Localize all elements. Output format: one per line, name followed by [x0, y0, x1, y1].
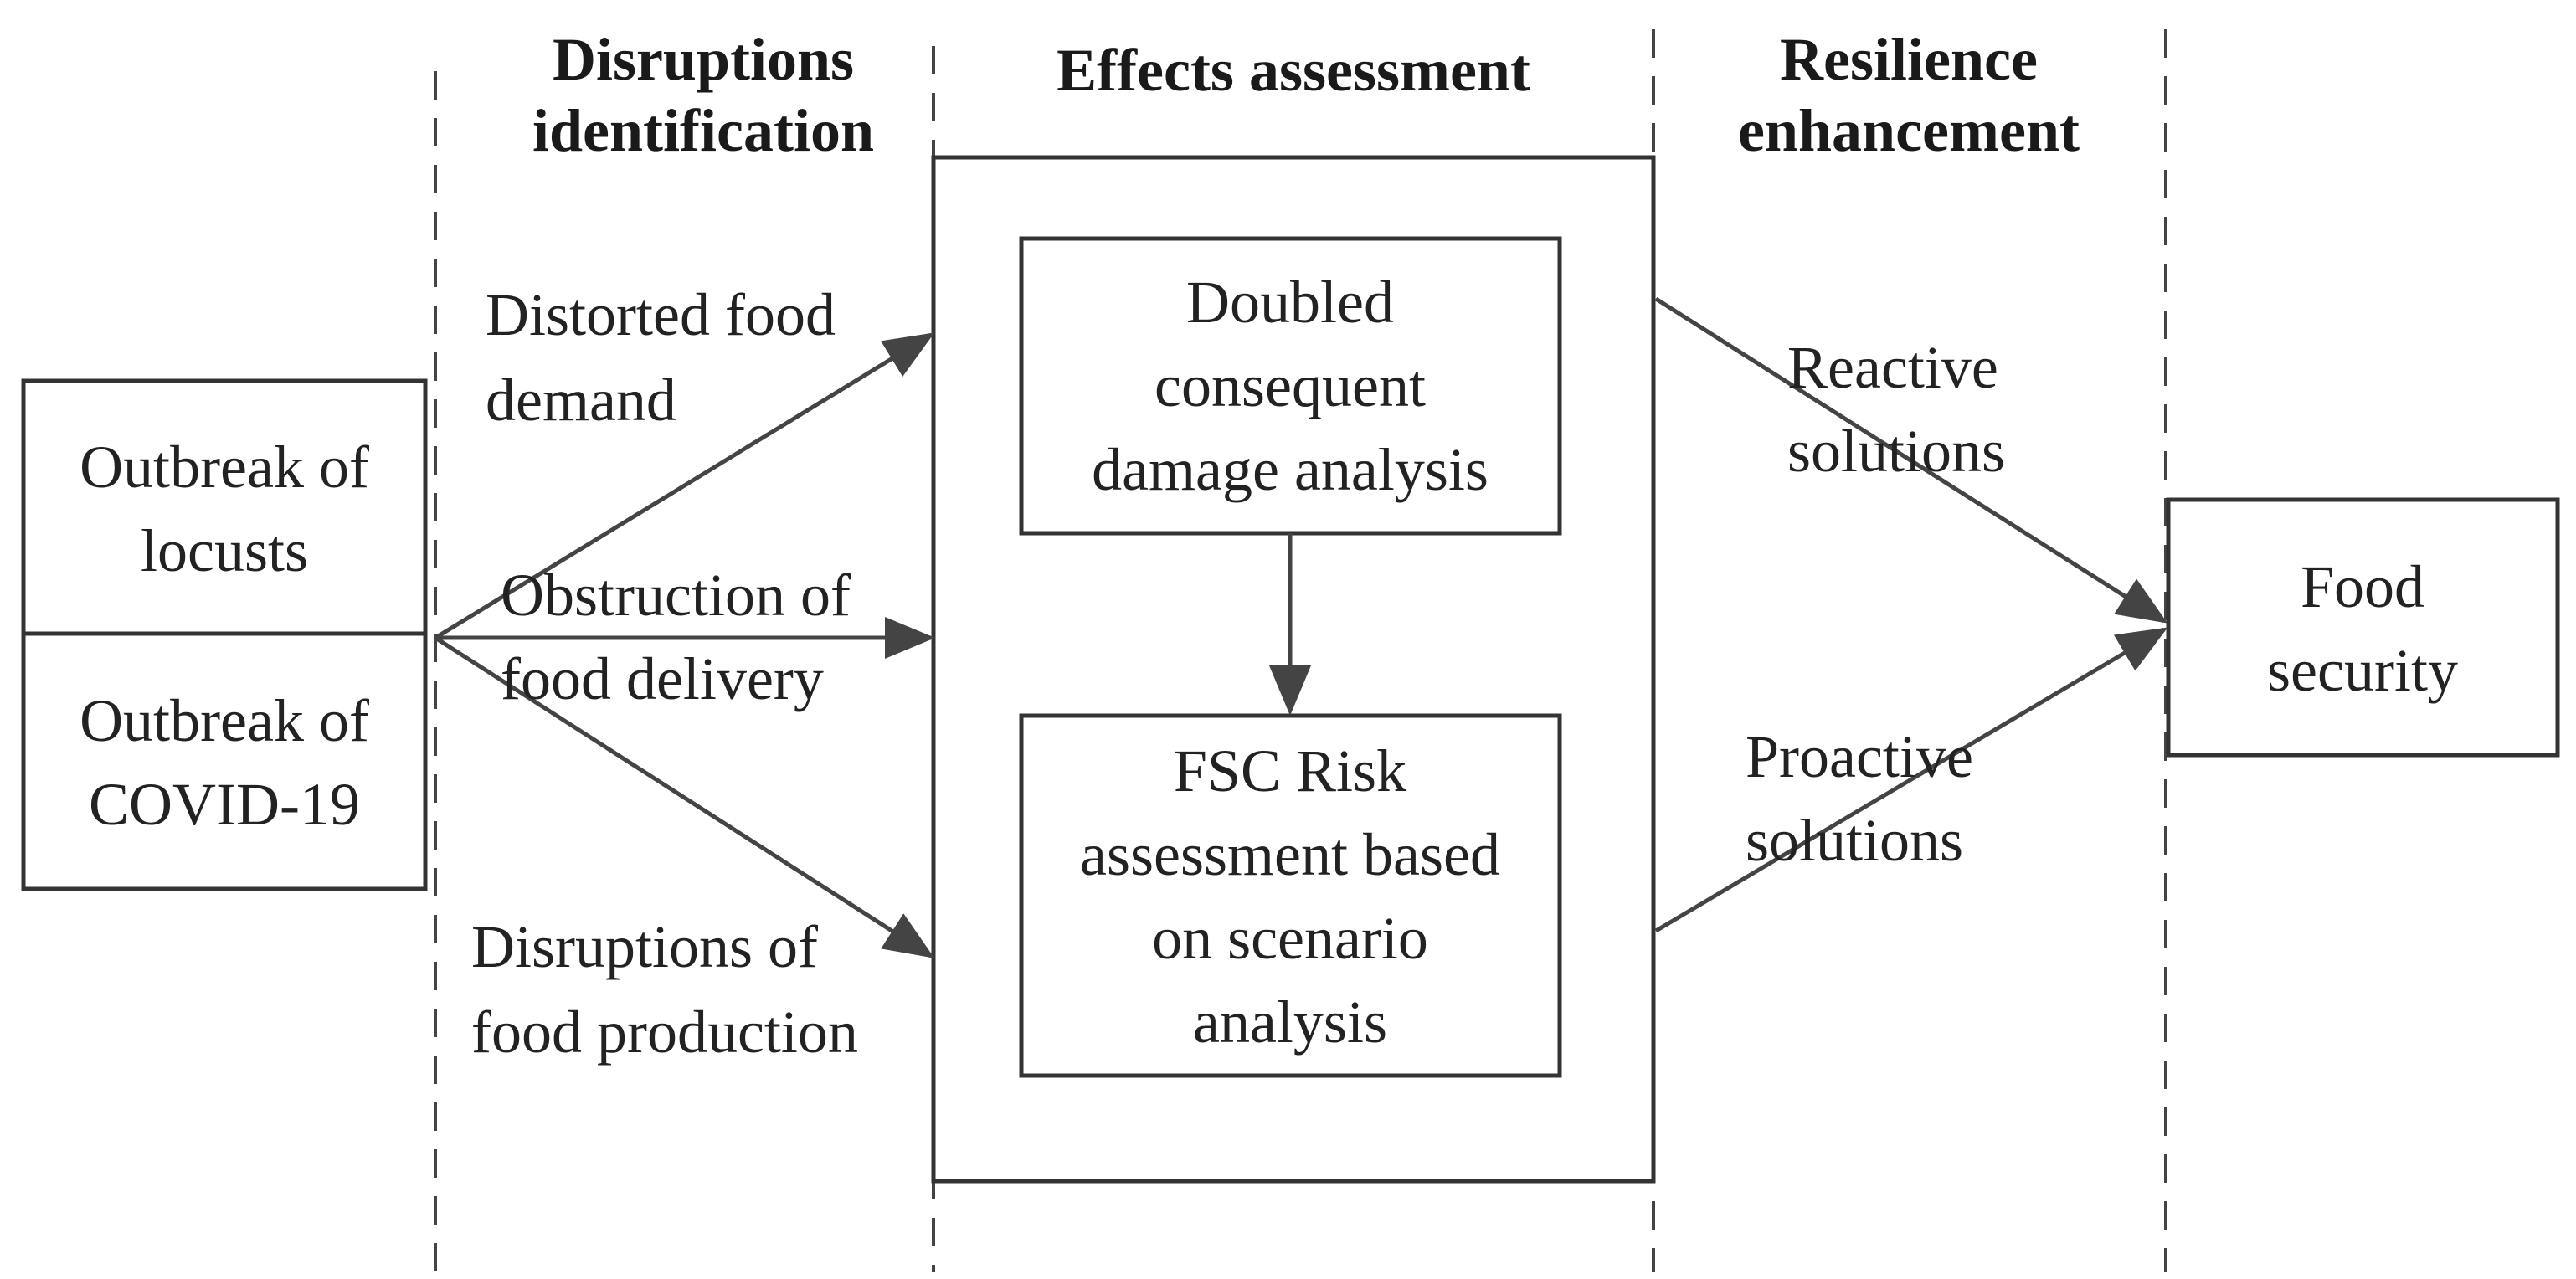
food-security-line2: security	[2267, 637, 2458, 704]
risk-assessment-line1: FSC Risk	[1174, 737, 1406, 804]
risk-assessment-line3: on scenario	[1152, 905, 1428, 972]
arrow-to-demand	[434, 332, 935, 640]
proactive-label-line1: Proactive	[1746, 723, 1973, 790]
heading-disruptions: Disruptions identification	[532, 26, 874, 164]
covid-label-line2: COVID-19	[89, 771, 360, 838]
heading-disruptions-line1: Disruptions	[553, 26, 854, 93]
arrow-proactive	[1654, 627, 2168, 933]
reactive-label: Reactive solutions	[1787, 334, 2005, 485]
reactive-label-line1: Reactive	[1787, 334, 1998, 401]
locusts-label-line1: Outbreak of	[80, 434, 369, 501]
food-security-box	[2166, 497, 2560, 758]
damage-analysis-line2: consequent	[1154, 352, 1426, 419]
damage-analysis-label: Doubled consequent damage analysis	[1092, 269, 1489, 503]
food-security-line1: Food	[2301, 553, 2424, 620]
production-label-line2: food production	[471, 999, 858, 1066]
heading-effects: Effects assessment	[1057, 37, 1530, 104]
covid-label-line1: Outbreak of	[80, 687, 369, 754]
locusts-label-line2: locusts	[141, 517, 308, 584]
proactive-label: Proactive solutions	[1746, 723, 1973, 874]
production-label-line1: Disruptions of	[471, 913, 818, 980]
damage-analysis-box	[1019, 236, 1562, 536]
arrow-to-production	[434, 635, 935, 958]
risk-assessment-line4: analysis	[1193, 989, 1387, 1056]
food-security-label: Food security	[2267, 553, 2458, 704]
locusts-box	[21, 378, 428, 636]
reactive-label-line2: solutions	[1787, 418, 2005, 485]
damage-analysis-line1: Doubled	[1186, 269, 1394, 336]
heading-resilience: Resilience enhancement	[1738, 26, 2080, 164]
demand-label: Distorted food demand	[486, 281, 836, 434]
delivery-label: Obstruction of food delivery	[501, 562, 851, 712]
heading-disruptions-line2: identification	[532, 97, 874, 164]
demand-label-line1: Distorted food	[486, 281, 836, 348]
proactive-label-line2: solutions	[1746, 807, 1963, 874]
risk-assessment-label: FSC Risk assessment based on scenario an…	[1080, 737, 1500, 1056]
delivery-label-line1: Obstruction of	[501, 562, 851, 629]
locusts-label: Outbreak of locusts	[80, 434, 369, 584]
demand-label-line2: demand	[486, 367, 676, 434]
damage-analysis-line3: damage analysis	[1092, 436, 1489, 503]
covid-box	[21, 631, 428, 891]
covid-label: Outbreak of COVID-19	[80, 687, 369, 838]
delivery-label-line2: food delivery	[501, 645, 824, 712]
risk-assessment-line2: assessment based	[1080, 821, 1500, 888]
heading-resilience-line1: Resilience	[1780, 26, 2038, 93]
heading-effects-line1: Effects assessment	[1057, 37, 1530, 104]
heading-resilience-line2: enhancement	[1738, 97, 2080, 164]
risk-assessment-box	[1019, 713, 1562, 1078]
arrow-reactive	[1654, 296, 2168, 624]
production-label: Disruptions of food production	[471, 913, 858, 1066]
